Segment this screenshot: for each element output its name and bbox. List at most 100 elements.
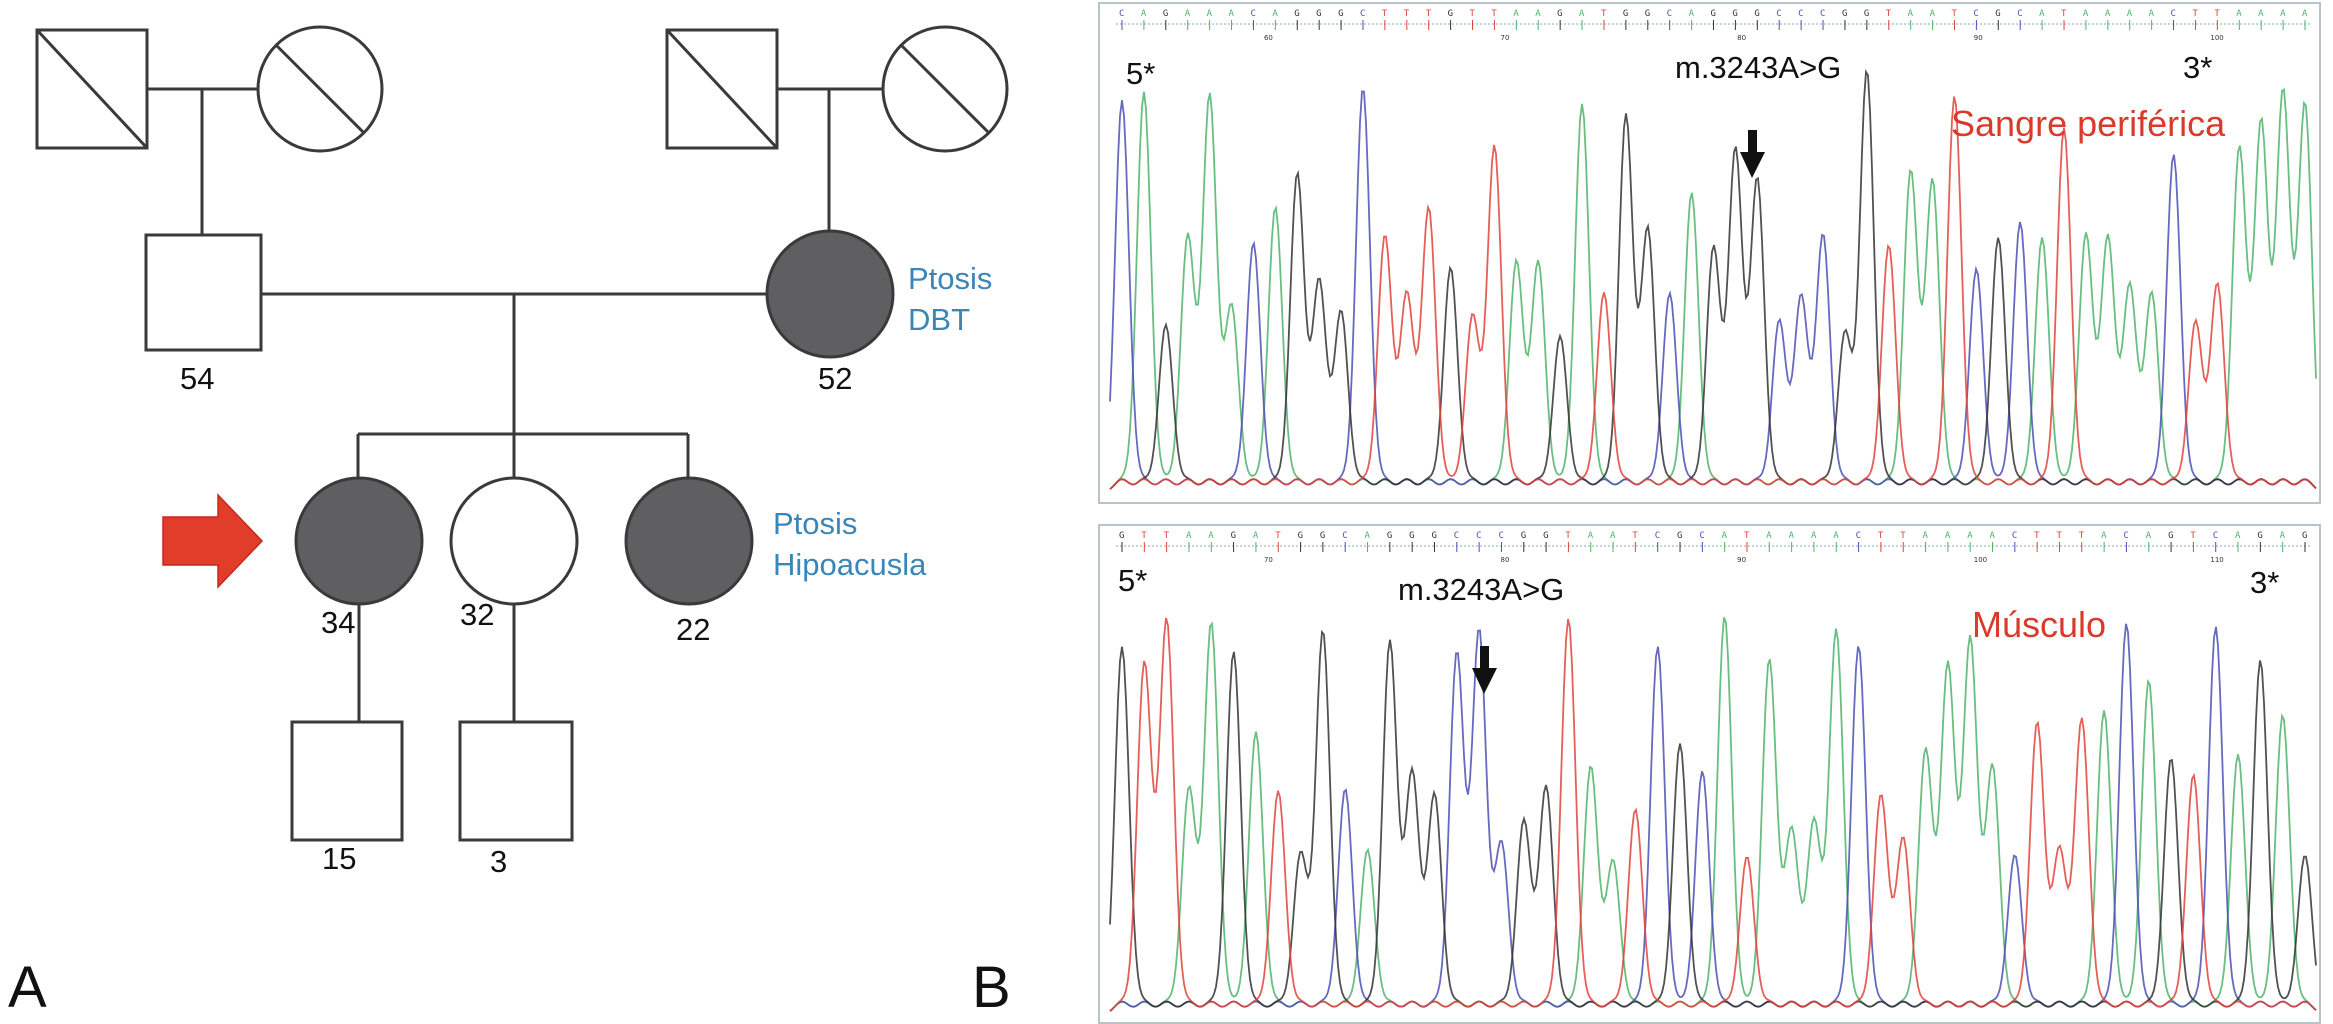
- base-call: G: [1298, 531, 1303, 541]
- base-call: T: [1382, 9, 1388, 19]
- chromatogram-top-end5: 5*: [1126, 56, 1155, 91]
- chromatogram-top-traces: [1109, 68, 2317, 490]
- base-call: A: [1588, 531, 1594, 541]
- base-call: C: [1119, 9, 1124, 19]
- panel-label-a: A: [8, 955, 47, 1020]
- sister-middle-son-symbol: [458, 720, 574, 842]
- base-call: A: [1535, 9, 1541, 19]
- base-call: A: [1722, 531, 1728, 541]
- base-call: C: [1250, 9, 1255, 19]
- base-call: A: [1185, 9, 1191, 19]
- position-label: 100: [2210, 34, 2223, 42]
- position-label: 80: [1501, 556, 1510, 564]
- base-call: A: [1930, 9, 1936, 19]
- age-proband: 34: [321, 605, 355, 640]
- base-call: A: [1186, 531, 1192, 541]
- base-call: A: [1365, 531, 1371, 541]
- age-sister-young: 22: [676, 612, 710, 647]
- sister-phenotype-line-2: Hipoacusla: [773, 547, 927, 582]
- base-call: A: [2149, 9, 2155, 19]
- chromatogram-bottom-end5: 5*: [1118, 563, 1147, 598]
- chromatogram-top-end3: 3*: [2183, 50, 2212, 85]
- age-sister-middle: 32: [460, 597, 494, 632]
- base-call: A: [1513, 9, 1519, 19]
- base-call: A: [1908, 9, 1914, 19]
- base-call: A: [2235, 531, 2241, 541]
- paternal-grandfather-deceased: [35, 28, 149, 150]
- base-call: T: [1632, 531, 1638, 541]
- chromatogram-bottom-tissue: Músculo: [1972, 604, 2106, 645]
- position-label: 70: [1264, 556, 1273, 564]
- base-call: A: [2280, 531, 2286, 541]
- base-call: T: [1426, 9, 1432, 19]
- base-call: G: [1864, 9, 1869, 19]
- base-call: A: [1253, 531, 1259, 541]
- base-call: C: [2017, 9, 2022, 19]
- base-call: T: [1878, 531, 1884, 541]
- base-call: T: [1565, 531, 1571, 541]
- base-call: A: [2146, 531, 2152, 541]
- base-call: T: [2192, 9, 2198, 19]
- base-call: A: [1766, 531, 1772, 541]
- age-mother: 52: [818, 361, 852, 396]
- base-call: C: [2171, 9, 2176, 19]
- base-call: T: [1491, 9, 1497, 19]
- base-call: G: [2257, 531, 2262, 541]
- base-call: T: [2056, 531, 2062, 541]
- base-call: A: [1229, 9, 1235, 19]
- base-call: G: [2168, 531, 2173, 541]
- base-call: G: [1316, 9, 1321, 19]
- base-call: T: [1164, 531, 1170, 541]
- base-call: T: [1275, 531, 1281, 541]
- base-call: T: [2214, 9, 2220, 19]
- base-call: T: [1601, 9, 1607, 19]
- base-call: T: [2079, 531, 2085, 541]
- maternal-grandmother-deceased: [881, 25, 1009, 153]
- base-call: G: [1543, 531, 1548, 541]
- trace-T: [1109, 617, 2317, 1012]
- base-call: C: [1820, 9, 1825, 19]
- base-call: G: [1163, 9, 1168, 19]
- base-call: A: [1967, 531, 1973, 541]
- chromatogram-bottom-mutation: m.3243A>G: [1398, 572, 1564, 607]
- base-call: G: [1521, 531, 1526, 541]
- base-call: A: [1141, 9, 1147, 19]
- base-call: C: [1798, 9, 1803, 19]
- base-call: C: [1476, 531, 1481, 541]
- base-call: A: [1689, 9, 1695, 19]
- base-call: C: [2012, 531, 2017, 541]
- base-call: C: [1699, 531, 1704, 541]
- base-call: G: [1623, 9, 1628, 19]
- base-call: G: [1711, 9, 1716, 19]
- chromatogram-bottom-end3: 3*: [2250, 565, 2279, 600]
- base-call: G: [1320, 531, 1325, 541]
- chromatogram-top-tissue: Sangre periférica: [1951, 103, 2226, 144]
- chromatogram-top-arrow-icon: [1740, 130, 1765, 178]
- base-call: A: [1811, 531, 1817, 541]
- base-call: A: [2127, 9, 2133, 19]
- base-call: A: [2083, 9, 2089, 19]
- proband-symbol-affected: [294, 476, 424, 606]
- base-call: A: [1610, 531, 1616, 541]
- base-call: A: [2302, 9, 2308, 19]
- base-call: A: [2101, 531, 2107, 541]
- base-call: A: [1945, 531, 1951, 541]
- base-call: G: [1231, 531, 1236, 541]
- base-call: G: [1754, 9, 1759, 19]
- proband-arrow-icon: [162, 493, 264, 589]
- base-call: A: [2280, 9, 2286, 19]
- base-call: A: [2039, 9, 2045, 19]
- panel-label-b: B: [972, 955, 1011, 1020]
- base-call: T: [2190, 531, 2196, 541]
- base-call: C: [1973, 9, 1978, 19]
- base-call: G: [1842, 9, 1847, 19]
- position-label: 90: [1974, 34, 1983, 42]
- mother-phenotype-line-1: Ptosis: [908, 261, 992, 296]
- base-call: C: [1667, 9, 1672, 19]
- base-call: A: [1833, 531, 1839, 541]
- base-call: C: [1342, 531, 1347, 541]
- base-call: A: [1923, 531, 1929, 541]
- position-label: 90: [1737, 556, 1746, 564]
